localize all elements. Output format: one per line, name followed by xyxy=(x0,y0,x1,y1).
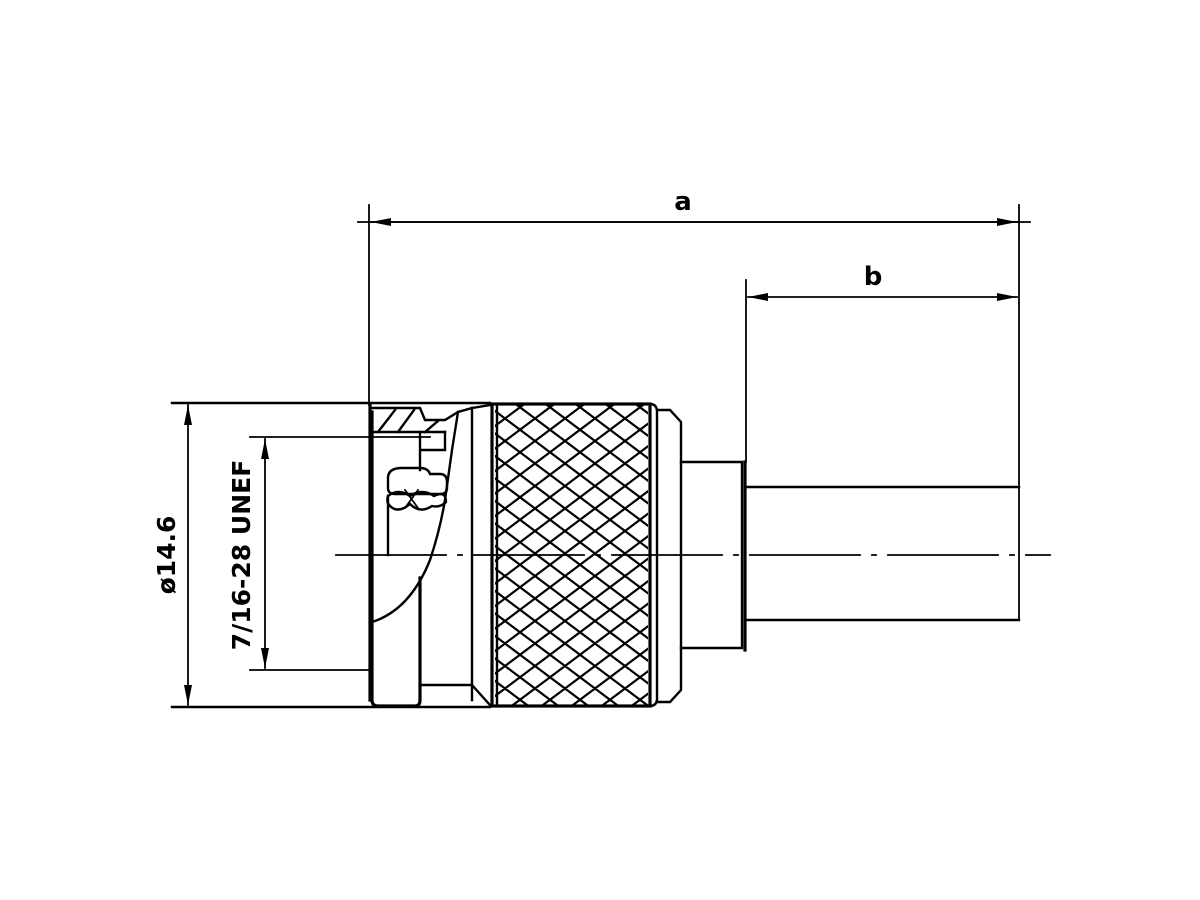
nut-step xyxy=(418,430,447,472)
coupling-nut-section xyxy=(368,403,492,708)
dimension-b: b xyxy=(745,262,1018,463)
nut-inner-wall xyxy=(370,410,422,708)
break-line xyxy=(370,410,460,624)
cable-outline xyxy=(744,485,1021,622)
dimension-thread: 7/16-28 UNEF xyxy=(227,436,431,671)
dimension-a: a xyxy=(357,187,1031,621)
neck xyxy=(679,460,747,652)
chamfer-bottom xyxy=(470,683,492,707)
diameter-label: ø14.6 xyxy=(152,516,181,595)
o-ring-cross xyxy=(386,490,448,511)
hatch-3 xyxy=(423,419,440,434)
cap-ring-outer xyxy=(655,408,683,704)
nut-hatch-outline xyxy=(370,406,474,422)
cable xyxy=(744,485,1021,622)
chamfer-top xyxy=(470,403,492,410)
neck-outline xyxy=(679,460,744,650)
dimension-a-label: a xyxy=(674,187,692,217)
o-ring-x2 xyxy=(403,488,420,510)
hatch-1 xyxy=(376,408,397,434)
thread-label: 7/16-28 UNEF xyxy=(227,460,256,651)
dimension-b-label: b xyxy=(864,262,883,292)
knurled-body xyxy=(490,402,652,708)
dimension-outer-diameter: ø14.6 xyxy=(152,401,492,709)
hatch-2 xyxy=(396,408,416,434)
knurl-pattern xyxy=(495,405,648,705)
